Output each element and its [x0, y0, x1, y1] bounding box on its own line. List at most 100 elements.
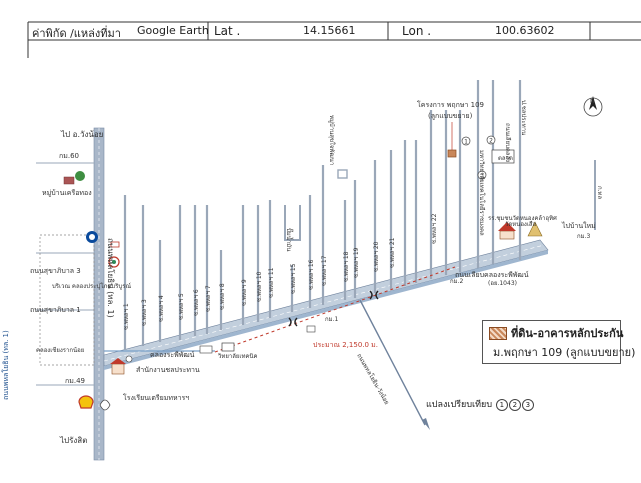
road-number-label: ถนนเลียบคลองระพีพัฒน์: [455, 271, 529, 279]
soi-label: ซ.พหลฯ 10: [256, 271, 263, 302]
soi-loop: [284, 205, 301, 241]
km1-label: กม.1: [325, 316, 338, 323]
police-label: ป.ชลประทาน: [520, 100, 527, 135]
plots-label: แปลงเปรียบเทียบ: [426, 400, 493, 410]
canal-khlong-label: คลองเชียงรากน้อย: [36, 346, 84, 354]
engineer-school-label: วิทยาลัยเทคนิค: [217, 353, 257, 360]
km-post-icon: [306, 325, 316, 333]
soi-label: ซ.พหลฯ 17: [321, 255, 328, 286]
road-code-label: (อย.1043): [488, 280, 517, 287]
soi-label: ซ.พหลฯ 16: [308, 259, 315, 290]
soi-label: ซ.พหลฯ 19: [353, 247, 360, 278]
km3-label: กม.3: [577, 233, 590, 240]
office-label: สำนักงานชลประทาน: [136, 366, 200, 374]
wat-icon: [527, 221, 543, 237]
svg-text:3: 3: [480, 173, 484, 180]
warehouse-icon: [199, 345, 213, 354]
legend-title: ที่ดิน-อาคารหลักประกัน: [511, 327, 624, 340]
bridge-symbols: [288, 290, 379, 327]
direction-left-icon: [125, 355, 133, 363]
lotus-logo-icon: [99, 399, 111, 411]
legend-swatch: [489, 327, 507, 340]
far-right-label: ก.ทล: [596, 186, 603, 199]
soi-label: ซ.พหลฯ 5: [178, 293, 185, 320]
sukha3-label: ถนนสุขาภิบาล 3: [30, 267, 81, 275]
north-label: N: [590, 98, 595, 105]
comparable-markers: 1 2 3: [461, 135, 496, 180]
distance-route: [214, 266, 456, 353]
soi-label: ซ.พหลฯ 9: [241, 279, 248, 306]
plot-number-1: 1: [495, 399, 508, 411]
plot-number-3: 3: [521, 399, 534, 411]
source-value: Google Earth: [137, 24, 209, 37]
village-box: [337, 169, 348, 179]
soi-label: ซ.พหลฯ 6: [193, 289, 200, 316]
soi-label-group: ซ.พหลฯ 1 ซ.พหลฯ 3 ซ.พหลฯ 4 ซ.พหลฯ 5 ซ.พหลฯ 6…: [123, 213, 438, 330]
gas-station-icon: [108, 256, 120, 268]
sukha-between-label: บริเวณ คลองประปุโภคบริบูรณ์: [52, 282, 131, 290]
university-label: มหาวิทยาลัยเทคโนโลยีราชมงคล: [478, 150, 486, 236]
village-top-label: หมู่บ้านสุขใจพัฒนา: [328, 115, 336, 165]
village-tree-icon: [63, 171, 85, 185]
ptt-logo-icon: [86, 231, 98, 243]
soi-network: [123, 80, 495, 350]
canal-phra-label: คลองระพีพัฒน์: [150, 351, 195, 359]
school-building-icon: [110, 358, 126, 375]
header-grid: [27, 21, 641, 58]
soi-label: ซ.พหลฯ 1: [123, 303, 130, 330]
diagonal-road: [359, 299, 426, 426]
coordinate-header: ค่าพิกัด /แหล่งที่มา Google Earth Lat . …: [0, 0, 641, 60]
sukha-zone: [39, 234, 95, 366]
soi-label: ซ.พหลฯ 18: [343, 251, 350, 282]
to-wangnoi-label: ไป อ.วังน้อย: [60, 130, 103, 139]
wat-label: วัดหนองเสือ: [505, 220, 537, 228]
svg-text:1: 1: [464, 139, 468, 146]
lon-label: Lon .: [402, 24, 432, 38]
soi-label: ซ.พหลฯ 15: [290, 263, 297, 294]
lat-label: Lat .: [214, 24, 241, 38]
soi-label: ซ.พหลฯ 8: [219, 283, 226, 310]
phahonyothin-road-label: ถนนพหลโยธิน (ทล. 1): [106, 238, 116, 318]
lon-value: 100.63602: [495, 24, 555, 37]
subject-property-marker: [447, 149, 457, 158]
arrow-down: [422, 418, 430, 430]
lat-value: 14.15661: [303, 24, 356, 37]
soi-label: ซ.พหลฯ 20: [373, 241, 380, 272]
project-label: โครงการ พฤกษา 109: [417, 100, 484, 109]
village-left-label: หมู่บ้านเครือทอง: [42, 189, 92, 197]
to-bangpain-label: ไปบ้านใหม่: [561, 221, 596, 230]
soi-label: ซ.พหลฯ 21: [389, 237, 396, 268]
temple-label: รร.ชุมชนวัดหนองคล้าอุทิศ: [488, 215, 557, 222]
phutthamonthon-label: ถนนพหลโยธิน-วังน้อย: [355, 352, 391, 406]
soi-label: ซ.พหลฯ 4: [158, 295, 165, 322]
traffic-signal-icon: [110, 241, 120, 248]
to-rangsit-label: ไปรังสิต: [59, 436, 87, 445]
legend-box: ที่ดิน-อาคารหลักประกัน ม.พฤกษา 109 (ลูกแ…: [482, 320, 635, 364]
boat-icon: [221, 342, 235, 352]
right-road-label: ถนนเลียบคลอง: [504, 123, 512, 162]
shell-logo-icon: [78, 395, 94, 409]
school-label: โรงเรียนเตรียมทหารฯ: [123, 393, 189, 402]
km60-label: กม.60: [59, 152, 79, 160]
soi-label: ซ.พหลฯ 3: [141, 299, 148, 326]
km49-label: กม.49: [65, 377, 85, 385]
location-source-label: ค่าพิกัด /แหล่งที่มา: [32, 27, 121, 40]
canal-strip: [104, 250, 548, 370]
gas-station-label: ปั๊มน้ำมัน: [285, 228, 295, 251]
distance-label: ประมาณ 2,150.0 ม.: [313, 341, 378, 349]
soi-label: ซ.พหลฯ 22: [431, 213, 438, 244]
north-arrow-icon: [583, 96, 603, 117]
temple-icon: [498, 222, 516, 240]
legend-subtitle: ม.พฤกษา 109 (ลูกแบบขยาย): [493, 346, 636, 359]
sukha1-label: ถนนสุขาภิบาล 1: [30, 306, 81, 314]
soi-label: ซ.พหลฯ 11: [268, 267, 275, 298]
market-label: ตลาด: [498, 155, 513, 162]
market-icon: [491, 149, 515, 164]
svg-text:2: 2: [489, 138, 493, 145]
project-sub-label: (ลูกแบบขยาย): [428, 112, 473, 120]
left-edge-text: ถนนพหลโยธิน (ทล. 1): [1, 330, 10, 400]
soi-label: ซ.พหลฯ 7: [205, 285, 212, 312]
plot-number-2: 2: [508, 399, 521, 411]
